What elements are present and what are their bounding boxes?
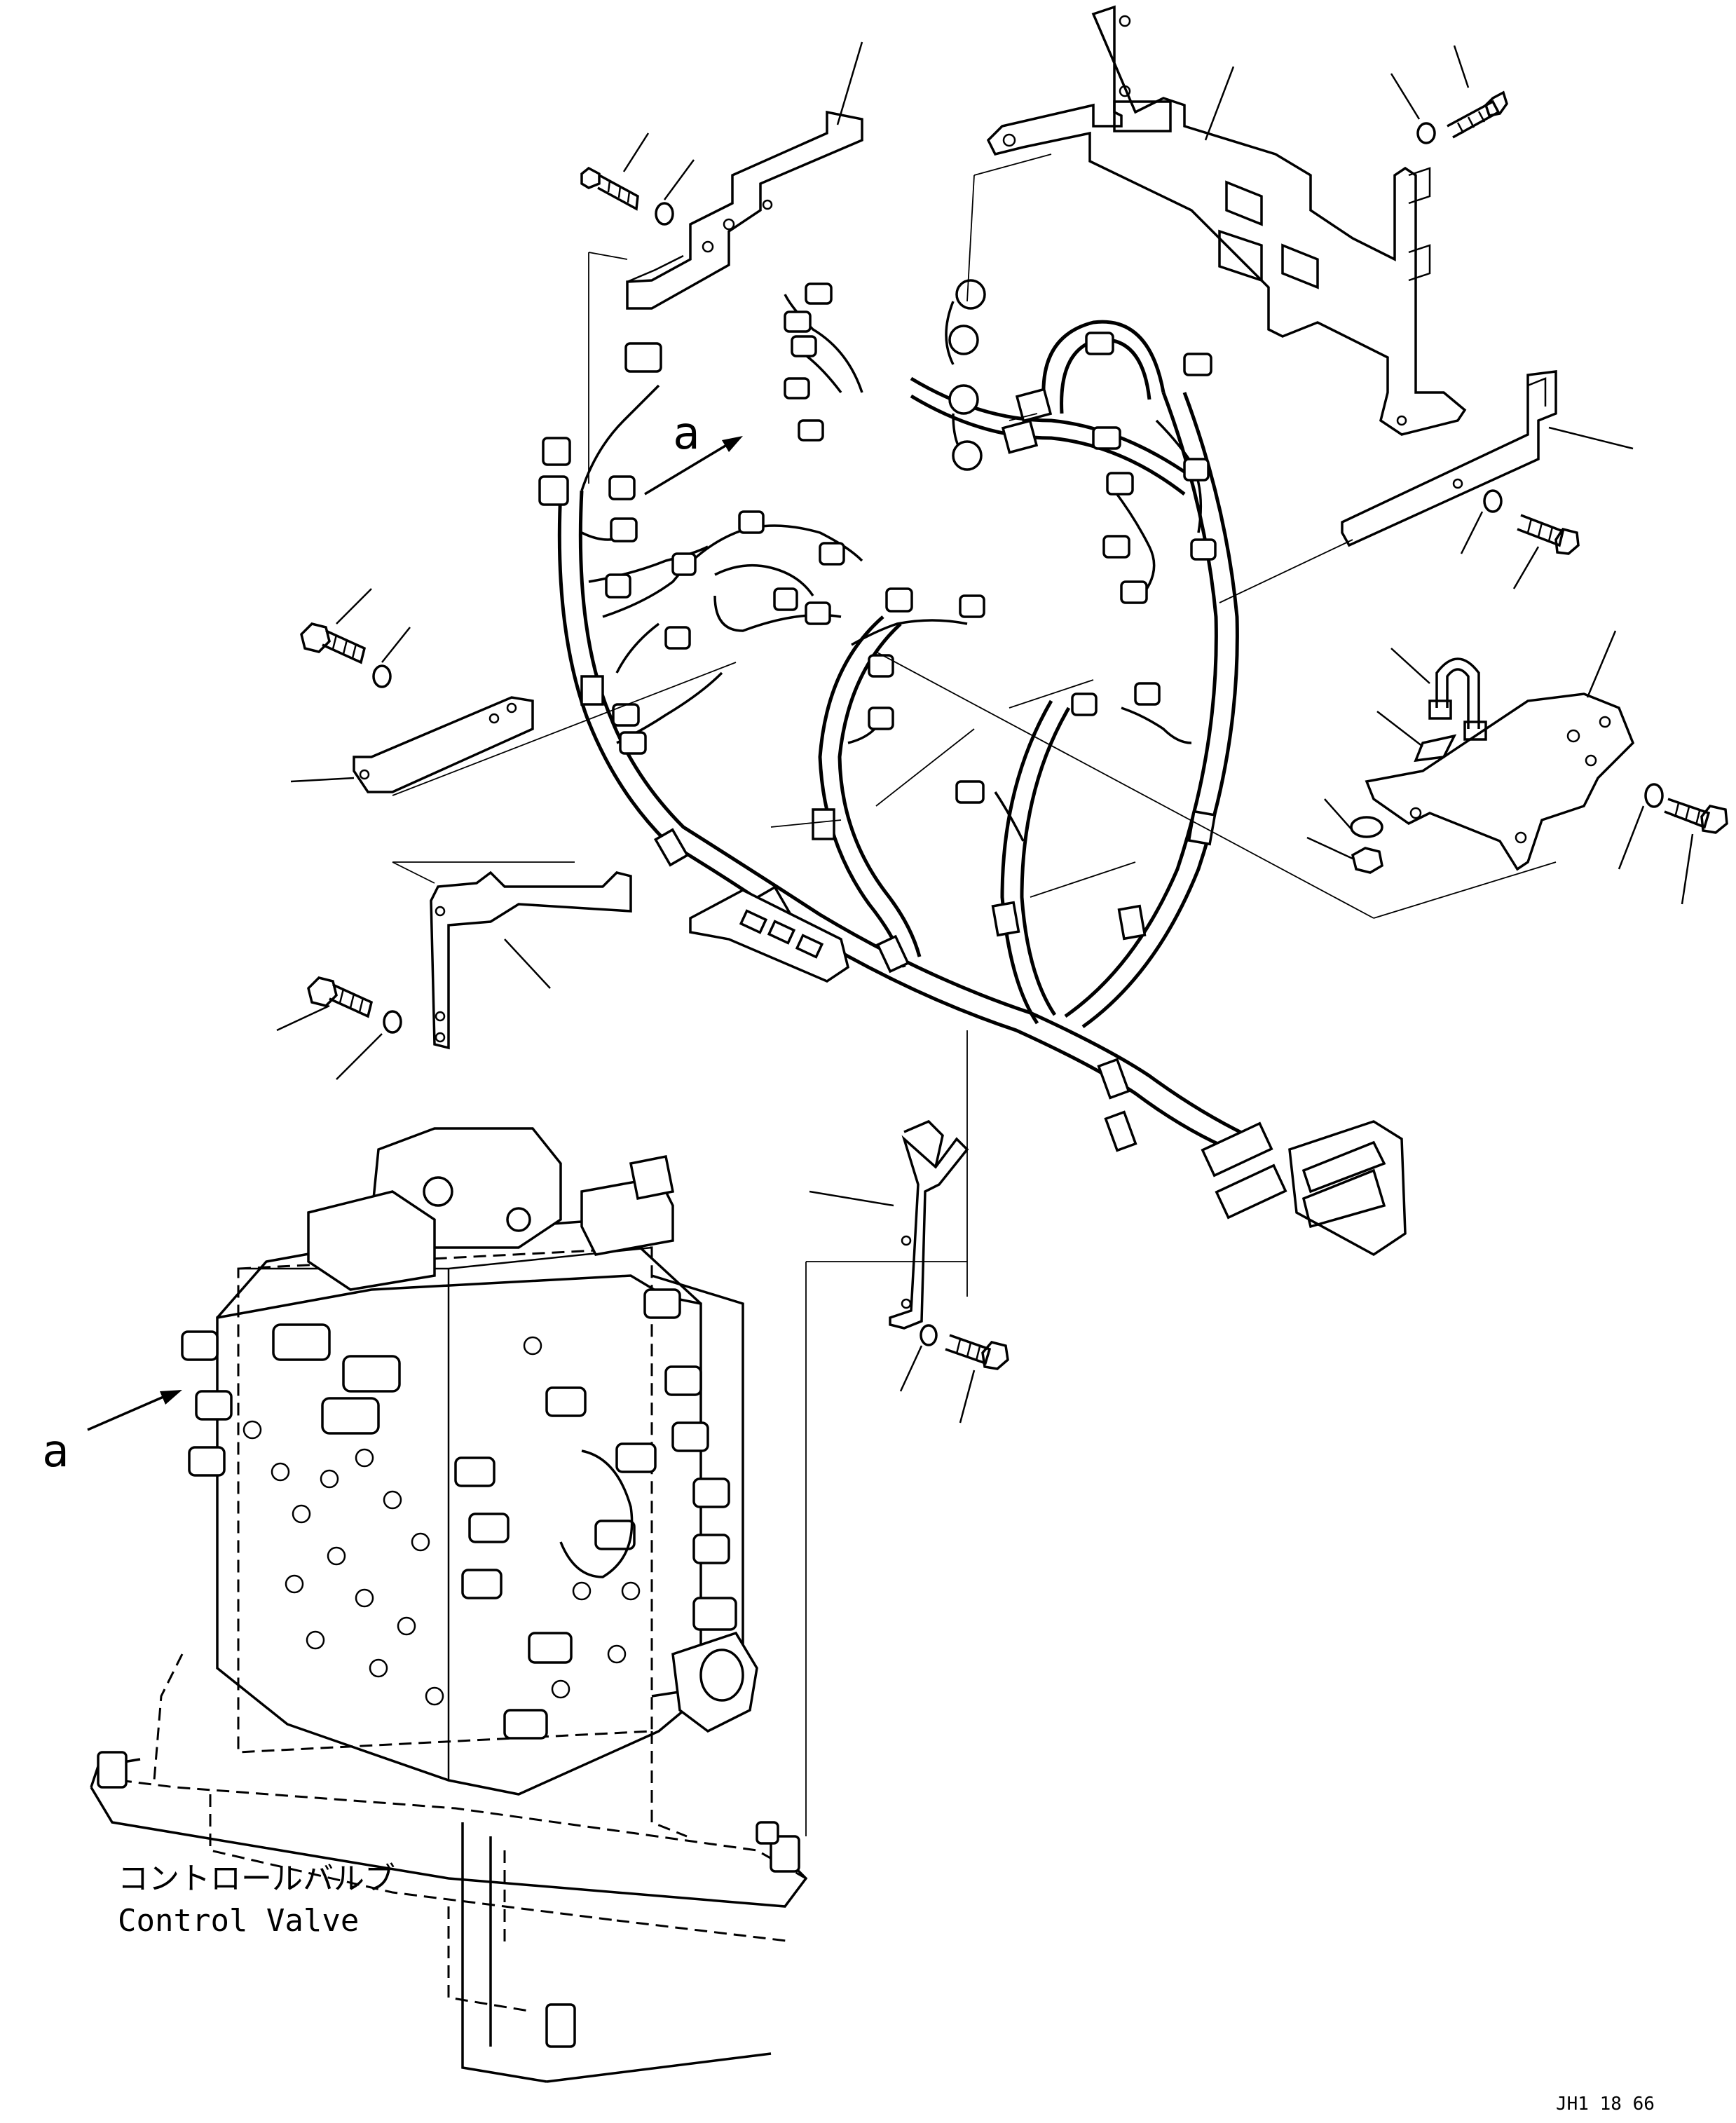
leader-line bbox=[1460, 511, 1484, 554]
washer-top-left bbox=[655, 202, 674, 226]
leader-line bbox=[1390, 73, 1421, 120]
leader-line bbox=[381, 627, 411, 663]
leader-line bbox=[336, 588, 372, 624]
bracket-right-flat bbox=[1341, 370, 1557, 547]
view-arrow-letter: a bbox=[673, 408, 700, 460]
view-arrow-letter: a bbox=[42, 1426, 69, 1477]
leader-line bbox=[809, 1190, 894, 1207]
ports bbox=[242, 1336, 641, 1706]
bolt-left-lower bbox=[307, 976, 374, 1018]
leader-line bbox=[1453, 45, 1470, 88]
leader-line bbox=[1512, 546, 1540, 589]
bracket-left-bent bbox=[430, 871, 632, 1050]
leader-line bbox=[1586, 630, 1617, 698]
leader-line bbox=[1681, 833, 1694, 905]
view-arrow-a-lower: a bbox=[42, 1390, 182, 1477]
leader-line bbox=[622, 132, 650, 172]
washer-right-lower bbox=[1644, 783, 1664, 808]
bracket-center-standoff bbox=[889, 1119, 969, 1330]
leader-line bbox=[1324, 798, 1353, 831]
u-bolt bbox=[1428, 657, 1487, 741]
drawing-number: JH1 18 66 bbox=[1556, 2094, 1655, 2115]
leader-line bbox=[1306, 836, 1353, 860]
bolt-top-left bbox=[580, 166, 639, 211]
control-valve bbox=[90, 1127, 808, 2083]
bolt-left-mid bbox=[300, 622, 367, 664]
leader-line bbox=[1618, 805, 1645, 870]
bolt-center bbox=[945, 1334, 1009, 1370]
washer-right bbox=[1483, 489, 1503, 513]
solenoids bbox=[181, 1288, 737, 1740]
clamp-plate bbox=[1414, 734, 1457, 763]
component-label-english: Control Valve bbox=[118, 1903, 359, 1939]
leader-line bbox=[504, 938, 551, 989]
leader-line bbox=[336, 1033, 383, 1080]
leader-line bbox=[276, 1004, 330, 1032]
washer-center bbox=[920, 1324, 938, 1346]
bolt-top-right bbox=[1447, 90, 1508, 139]
leader-line bbox=[663, 159, 695, 200]
wire-harness bbox=[538, 279, 1407, 1257]
construction-lines bbox=[392, 153, 1557, 1836]
component-label-japanese: コントロールバルブ bbox=[118, 1861, 395, 1897]
view-arrow-a-upper: a bbox=[644, 408, 743, 496]
bracket-mount-right bbox=[1365, 692, 1635, 871]
leader-line bbox=[1204, 66, 1235, 141]
leader-line bbox=[836, 41, 863, 125]
bracket-top-left bbox=[626, 110, 863, 310]
leader-line bbox=[1376, 711, 1423, 747]
washer-top-right bbox=[1416, 122, 1436, 144]
bolt-right bbox=[1517, 514, 1580, 555]
leader-line bbox=[290, 777, 355, 783]
bracket-left-small bbox=[353, 696, 534, 793]
leader-line bbox=[1548, 426, 1634, 450]
connectors bbox=[538, 279, 1217, 804]
leader-line bbox=[899, 1345, 923, 1392]
nut-right bbox=[1350, 816, 1383, 874]
leader-line bbox=[959, 1370, 976, 1424]
leader-line bbox=[1390, 648, 1430, 684]
washer-left-lower bbox=[383, 1010, 402, 1034]
washer-left-mid bbox=[372, 664, 392, 688]
bracket-frame-top-right bbox=[986, 5, 1467, 436]
mount-bolts bbox=[97, 1751, 800, 2048]
bolt-right-lower bbox=[1664, 798, 1728, 834]
